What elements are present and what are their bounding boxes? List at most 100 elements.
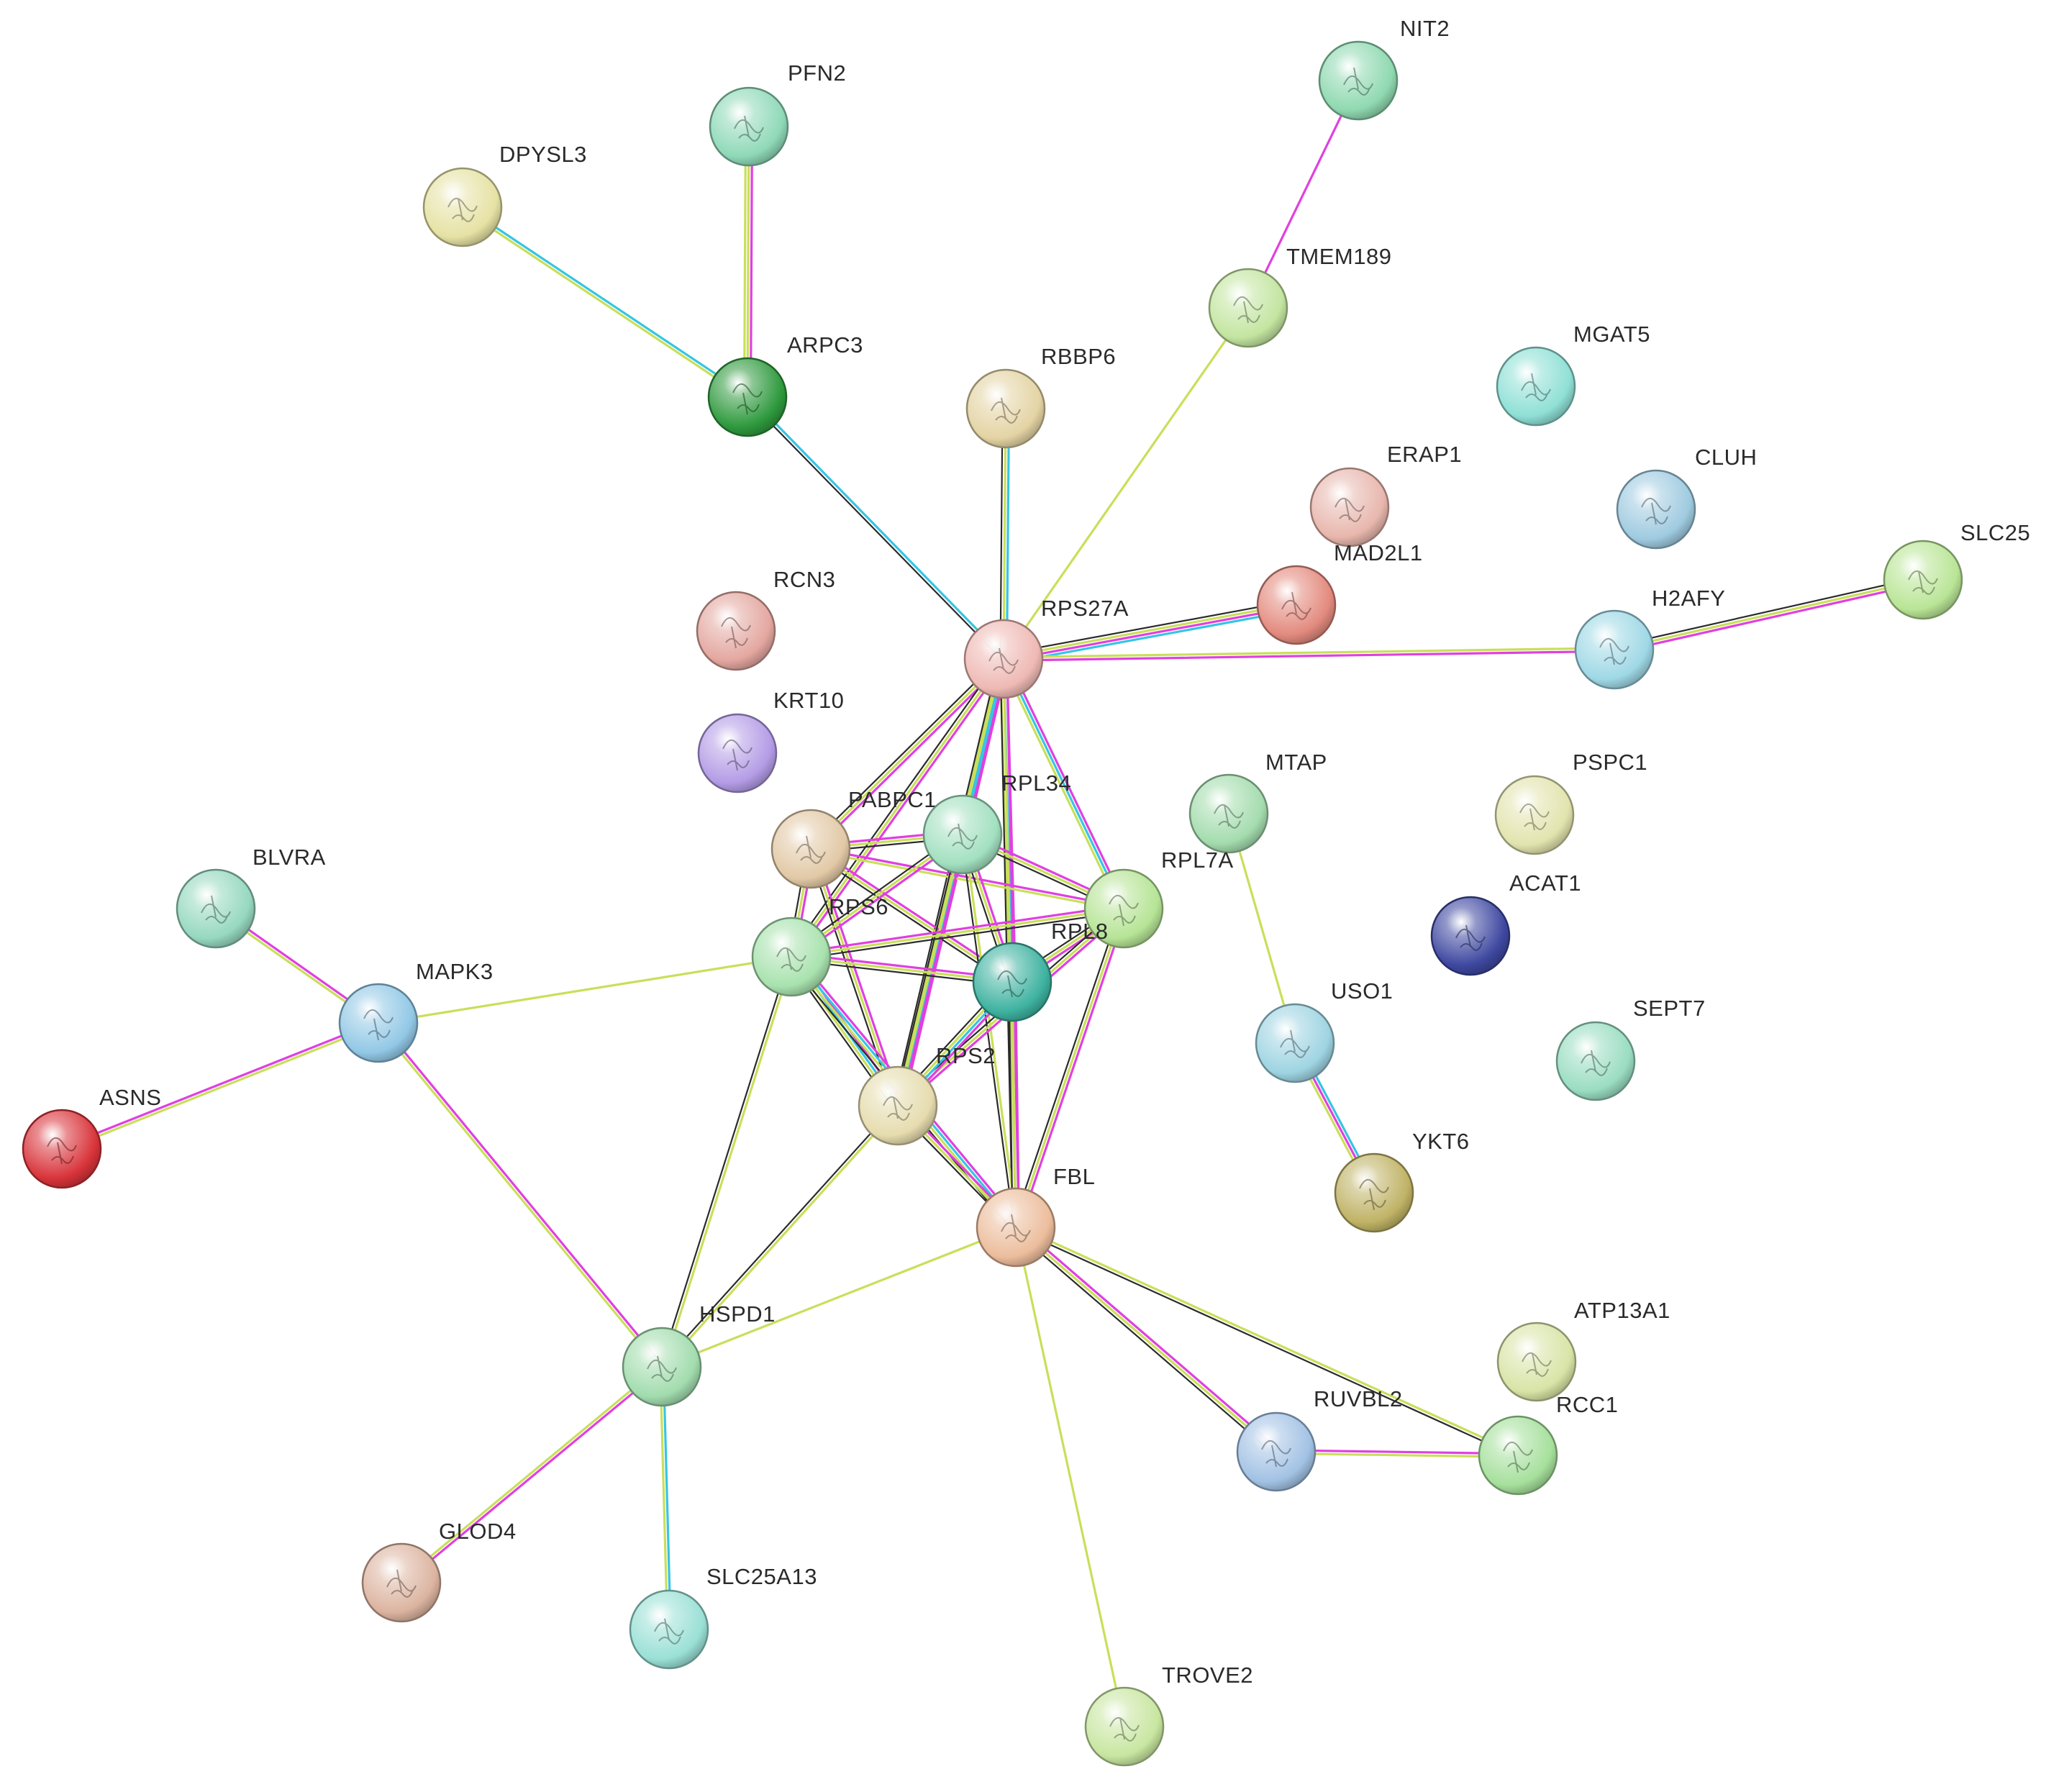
node-pabpc1[interactable]: PABPC1: [770, 787, 937, 889]
node-sphere[interactable]: [422, 167, 503, 247]
node-sphere[interactable]: [1496, 1322, 1577, 1402]
node-label: HSPD1: [699, 1301, 776, 1327]
node-sphere[interactable]: [1236, 1411, 1317, 1492]
node-label: RCC1: [1556, 1392, 1618, 1417]
node-sphere[interactable]: [622, 1327, 702, 1407]
node-erap1[interactable]: ERAP1: [1309, 442, 1462, 547]
node-sphere[interactable]: [963, 619, 1044, 699]
node-dpysl3[interactable]: DPYSL3: [422, 142, 587, 247]
protein-structure-icon: [386, 1569, 417, 1598]
node-asns[interactable]: ASNS: [22, 1085, 161, 1189]
node-glod4[interactable]: GLOD4: [361, 1519, 517, 1623]
node-sphere[interactable]: [1309, 467, 1390, 547]
node-sphere[interactable]: [707, 357, 788, 437]
edge-asns-mapk3: [60, 1020, 381, 1152]
edge-line-coexpression: [788, 656, 1002, 956]
edge-rbbp6-rps27a: [999, 407, 1011, 660]
node-blvra[interactable]: BLVRA: [176, 845, 326, 949]
node-sphere[interactable]: [1883, 540, 1963, 620]
node-sphere[interactable]: [1555, 1021, 1636, 1101]
node-ykt6[interactable]: YKT6: [1334, 1129, 1470, 1233]
node-sphere[interactable]: [965, 368, 1046, 449]
node-rps27a[interactable]: RPS27A: [963, 596, 1129, 699]
protein-structure-icon: [883, 1096, 913, 1121]
node-rpl8[interactable]: RPL8: [972, 919, 1109, 1022]
node-label: PSPC1: [1573, 750, 1647, 775]
protein-structure-icon: [991, 397, 1021, 424]
node-sept7[interactable]: SEPT7: [1555, 996, 1706, 1101]
edge-line-textmining: [1015, 1224, 1520, 1455]
node-sphere[interactable]: [1083, 868, 1164, 949]
node-label: ERAP1: [1387, 442, 1462, 467]
node-rcc1[interactable]: RCC1: [1478, 1392, 1618, 1496]
node-sphere[interactable]: [1334, 1152, 1414, 1233]
edge-line-textmining: [1002, 407, 1007, 660]
node-sphere[interactable]: [1574, 609, 1655, 690]
node-label: RPS27A: [1041, 596, 1129, 621]
node-sphere[interactable]: [751, 917, 832, 997]
node-rps6[interactable]: RPS6: [751, 894, 888, 997]
node-sphere[interactable]: [709, 86, 789, 167]
node-rpl7a[interactable]: RPL7A: [1083, 847, 1234, 949]
node-rps2[interactable]: RPS2: [858, 1043, 996, 1146]
node-mgat5[interactable]: MGAT5: [1496, 322, 1650, 427]
node-krt10[interactable]: KRT10: [697, 688, 844, 793]
node-ruvbl2[interactable]: RUVBL2: [1236, 1386, 1403, 1492]
node-sphere[interactable]: [858, 1065, 938, 1146]
node-mad2l1[interactable]: MAD2L1: [1256, 540, 1423, 645]
node-pfn2[interactable]: PFN2: [709, 60, 846, 167]
node-rcn3[interactable]: RCN3: [696, 567, 835, 671]
node-label: MGAT5: [1573, 322, 1650, 347]
node-acat1[interactable]: ACAT1: [1430, 870, 1581, 976]
edge-hspd1-slc25a13: [659, 1365, 672, 1631]
edge-line-experimental: [789, 904, 1124, 955]
node-arpc3[interactable]: ARPC3: [707, 332, 863, 437]
protein-structure-icon: [997, 970, 1027, 998]
edge-line-textmining: [1011, 981, 1017, 1229]
node-mtap[interactable]: MTAP: [1188, 750, 1327, 854]
node-sphere[interactable]: [922, 794, 1003, 875]
node-sphere[interactable]: [1208, 268, 1288, 348]
node-sphere[interactable]: [1478, 1415, 1558, 1496]
node-nit2[interactable]: NIT2: [1318, 16, 1450, 121]
protein-structure-icon: [1455, 924, 1486, 951]
node-slc25a13[interactable]: SLC25A13: [629, 1564, 817, 1670]
node-sphere[interactable]: [972, 942, 1052, 1022]
node-sphere[interactable]: [1188, 773, 1269, 854]
protein-structure-icon: [447, 198, 478, 222]
edge-pabpc1-rps2: [806, 846, 902, 1108]
node-atp13a1[interactable]: ATP13A1: [1496, 1298, 1670, 1402]
node-sphere[interactable]: [1616, 469, 1696, 550]
node-uso1[interactable]: USO1: [1255, 978, 1393, 1083]
edge-line-textmining: [376, 1022, 662, 1370]
node-sphere[interactable]: [629, 1589, 709, 1670]
edge-line-coexpression: [806, 849, 896, 1108]
edge-line-experimental: [1614, 581, 1925, 654]
edge-line-textmining: [1002, 306, 1250, 660]
node-pspc1[interactable]: PSPC1: [1494, 750, 1647, 855]
node-h2afy[interactable]: H2AFY: [1574, 586, 1725, 690]
node-sphere[interactable]: [338, 983, 419, 1063]
edge-line-textmining: [1002, 647, 1616, 659]
edge-rpl7a-fbl: [1011, 906, 1128, 1230]
node-hspd1[interactable]: HSPD1: [622, 1301, 776, 1407]
node-sphere[interactable]: [696, 591, 776, 671]
protein-structure-icon: [1233, 296, 1263, 324]
node-cluh[interactable]: CLUH: [1616, 445, 1757, 550]
edge-hspd1-glod4: [399, 1364, 665, 1586]
node-tmem189[interactable]: TMEM189: [1208, 244, 1391, 348]
node-rbbp6[interactable]: RBBP6: [965, 344, 1116, 449]
node-rpl34[interactable]: RPL34: [922, 770, 1071, 875]
node-sphere[interactable]: [22, 1109, 102, 1189]
node-sphere[interactable]: [1430, 896, 1511, 976]
node-sphere[interactable]: [697, 713, 778, 793]
node-slc25[interactable]: SLC25: [1883, 520, 2030, 620]
protein-structure-icon: [776, 947, 806, 972]
node-sphere[interactable]: [1494, 775, 1575, 855]
edge-line-textmining: [662, 1105, 901, 1370]
node-trove2[interactable]: TROVE2: [1084, 1663, 1253, 1767]
node-fbl[interactable]: FBL: [976, 1164, 1095, 1268]
protein-structure-icon: [47, 1137, 77, 1165]
node-mapk3[interactable]: MAPK3: [338, 959, 494, 1063]
node-sphere[interactable]: [1084, 1686, 1165, 1767]
